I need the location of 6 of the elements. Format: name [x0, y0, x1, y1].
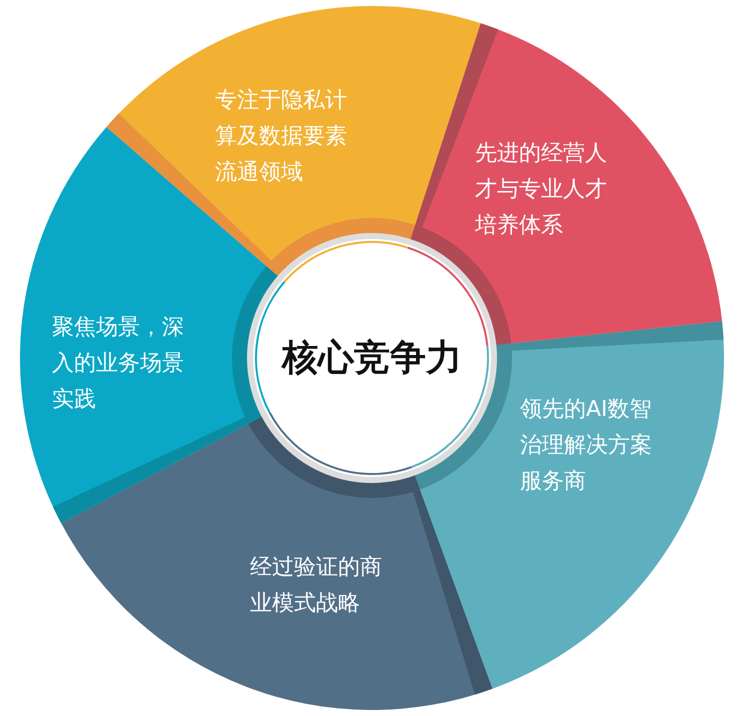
segment-label: 先进的经营人才与专业人才培养体系: [475, 140, 608, 240]
segment-label: 专注于隐私计算及数据要素流通领域: [215, 87, 348, 187]
segment-label: 聚焦场景，深入的业务场景实践: [52, 314, 185, 414]
segment-label: 经过验证的商业模式战略: [250, 554, 383, 618]
segment-label: 领先的AI数智治理解决方案服务商: [520, 396, 653, 496]
center-label: 核心竞争力: [282, 336, 462, 380]
